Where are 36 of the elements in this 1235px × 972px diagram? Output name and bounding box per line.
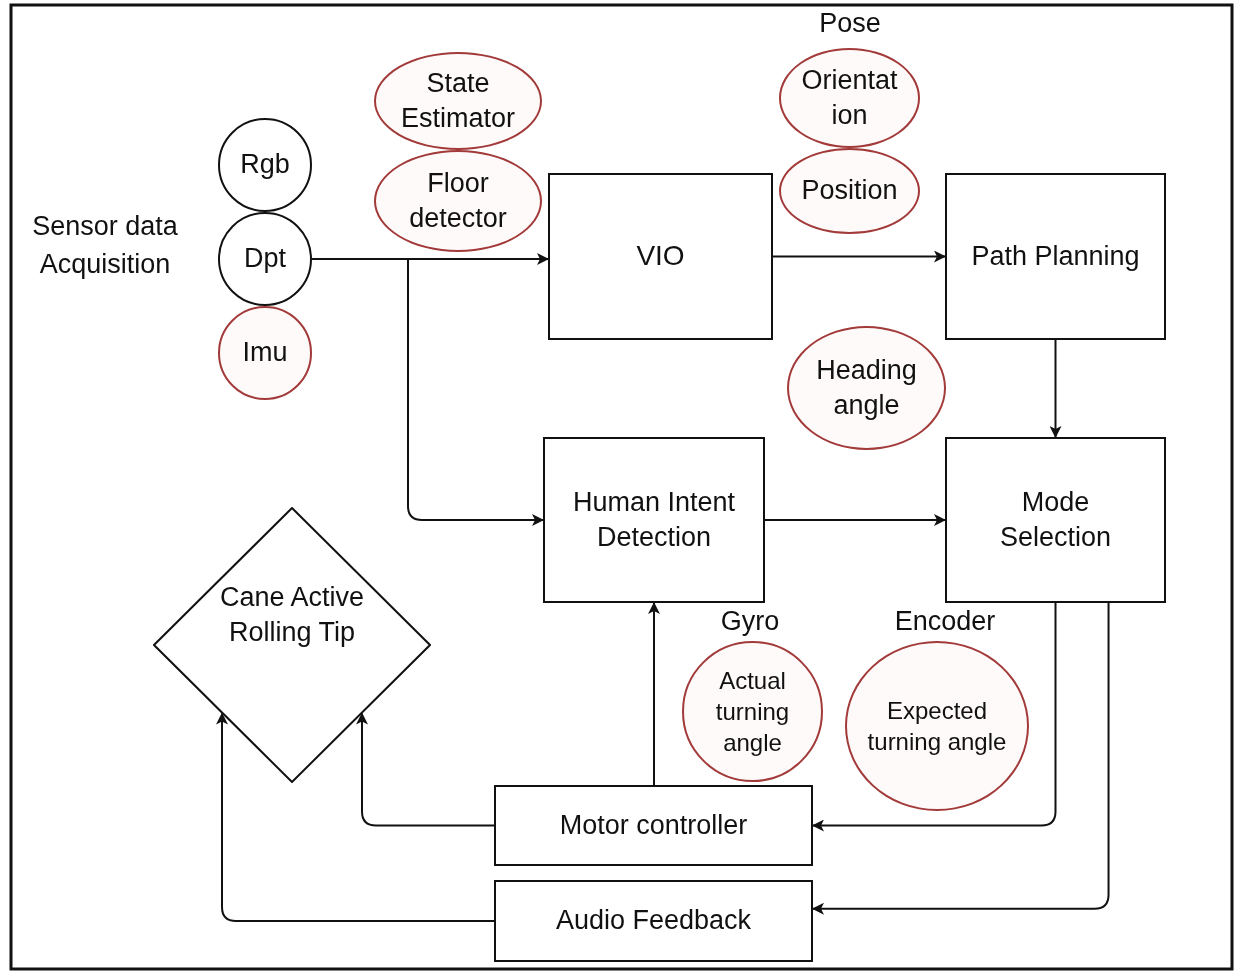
group-label: Sensor data Acquisition — [31, 210, 179, 281]
arrow — [764, 514, 946, 526]
node-label: Mode Selection — [998, 485, 1113, 554]
process-box — [543, 437, 765, 603]
node-label: State Estimator — [400, 66, 516, 135]
node-caption: Pose — [818, 7, 882, 40]
arrow — [772, 250, 946, 263]
node-caption: Encoder — [893, 605, 997, 638]
node-label: Dpt — [244, 242, 286, 276]
node-label: Orientation — [800, 63, 899, 132]
node-label: Rgb — [240, 148, 290, 182]
node-label: VIO — [636, 239, 685, 274]
node-label: Motor controller — [559, 808, 748, 842]
node-label: Position — [801, 174, 898, 208]
node-label: Actual turning angle — [714, 665, 791, 759]
process-box — [548, 173, 773, 340]
arrow — [1049, 339, 1062, 438]
node-label: Audio Feedback — [555, 904, 752, 938]
arrow — [216, 712, 495, 922]
node-label: Imu — [242, 336, 288, 370]
arrow — [812, 602, 1057, 832]
process-box — [494, 880, 813, 962]
process-box — [945, 173, 1166, 340]
arrow — [812, 602, 1110, 915]
node-label: Cane Active Rolling Tip — [218, 580, 366, 649]
node-label: Heading angle — [815, 353, 918, 422]
node-label: Human Intent Detection — [571, 485, 737, 554]
node-label: Expected turning angle — [867, 695, 1007, 757]
node-caption: Gyro — [719, 605, 781, 638]
arrow — [648, 602, 660, 786]
decision-diamond — [153, 507, 431, 783]
process-box — [945, 437, 1166, 603]
node-label: Floor detector — [408, 166, 508, 235]
node-label: Path Planning — [971, 239, 1140, 273]
process-box — [494, 785, 813, 866]
arrow — [356, 712, 495, 827]
